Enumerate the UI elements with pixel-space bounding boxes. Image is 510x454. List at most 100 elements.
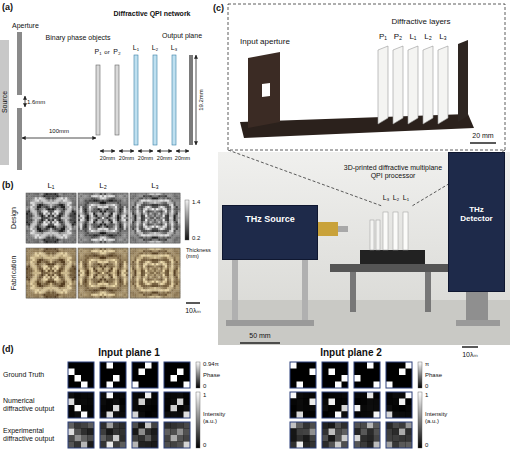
map-pixel <box>63 236 65 238</box>
map-pixel <box>33 263 35 265</box>
map-pixel <box>52 204 54 206</box>
map-pixel <box>137 223 139 225</box>
map-pixel <box>65 204 67 206</box>
map-pixel <box>82 200 84 202</box>
map-pixel <box>30 230 32 232</box>
map-pixel <box>141 223 143 225</box>
map-pixel <box>117 204 119 206</box>
map-pixel <box>100 215 102 217</box>
map-pixel <box>46 287 48 289</box>
map-pixel <box>176 219 178 221</box>
map-pixel <box>176 197 178 199</box>
map-pixel <box>59 248 61 250</box>
map-pixel <box>28 230 30 232</box>
map-pixel <box>48 193 50 195</box>
map-pixel <box>52 202 54 204</box>
map-pixel <box>132 217 134 219</box>
map-pixel <box>39 200 41 202</box>
map-pixel <box>113 202 115 204</box>
map-pixel <box>35 226 37 228</box>
map-pixel <box>85 213 87 215</box>
map-pixel <box>173 221 175 223</box>
map-pixel <box>163 197 165 199</box>
map-pixel <box>56 265 58 267</box>
map-pixel <box>119 210 121 212</box>
map-pixel <box>54 291 56 293</box>
map-pixel <box>137 195 139 197</box>
map-pixel <box>30 223 32 225</box>
map-pixel <box>82 236 84 238</box>
map-pixel <box>165 234 167 236</box>
map-pixel <box>143 215 145 217</box>
map-pixel <box>48 223 50 225</box>
map-pixel <box>132 232 134 234</box>
map-pixel <box>46 294 48 296</box>
map-pixel <box>56 287 58 289</box>
map-pixel <box>141 219 143 221</box>
map-pixel <box>33 289 35 291</box>
map-pixel <box>43 200 45 202</box>
map-pixel <box>67 228 69 230</box>
map-pixel <box>117 226 119 228</box>
map-pixel <box>152 213 154 215</box>
map-pixel <box>119 219 121 221</box>
map-pixel <box>119 200 121 202</box>
map-pixel <box>46 272 48 274</box>
map-pixel <box>52 200 54 202</box>
map-pixel <box>121 195 123 197</box>
map-pixel <box>46 263 48 265</box>
map-pixel <box>78 215 80 217</box>
map-pixel <box>104 215 106 217</box>
map-pixel <box>132 230 134 232</box>
map-pixel <box>41 206 43 208</box>
map-pixel <box>54 223 56 225</box>
map-pixel <box>41 226 43 228</box>
map-pixel <box>28 239 30 241</box>
map-pixel <box>85 193 87 195</box>
map-pixel <box>100 232 102 234</box>
map-pixel <box>78 232 80 234</box>
map-pixel <box>48 200 50 202</box>
map-pixel <box>50 195 52 197</box>
map-pixel <box>72 228 74 230</box>
map-pixel <box>147 217 149 219</box>
map-pixel <box>167 228 169 230</box>
map-pixel <box>117 219 119 221</box>
map-pixel <box>39 248 41 250</box>
map-pixel <box>28 294 30 296</box>
map-pixel <box>108 223 110 225</box>
map-pixel <box>69 213 71 215</box>
map-pixel <box>169 234 171 236</box>
map-pixel <box>147 206 149 208</box>
map-pixel <box>167 195 169 197</box>
map-pixel <box>102 219 104 221</box>
map-pixel <box>85 230 87 232</box>
map-pixel <box>119 217 121 219</box>
map-pixel <box>37 195 39 197</box>
map-pixel <box>119 226 121 228</box>
map-pixel <box>87 232 89 234</box>
map-pixel <box>167 239 169 241</box>
map-pixel <box>141 210 143 212</box>
map-pixel <box>48 217 50 219</box>
map-pixel <box>165 210 167 212</box>
map-pixel <box>28 287 30 289</box>
map-pixel <box>87 230 89 232</box>
map-pixel <box>85 210 87 212</box>
map-pixel <box>67 195 69 197</box>
map-pixel <box>95 230 97 232</box>
map-pixel <box>147 230 149 232</box>
map-pixel <box>46 259 48 261</box>
map-pixel <box>35 291 37 293</box>
map-pixel <box>154 204 156 206</box>
map-pixel <box>56 248 58 250</box>
map-pixel <box>26 272 28 274</box>
map-pixel <box>56 195 58 197</box>
map-pixel <box>117 223 119 225</box>
map-pixel <box>26 232 28 234</box>
map-pixel <box>143 230 145 232</box>
map-pixel <box>33 283 35 285</box>
map-pixel <box>50 259 52 261</box>
map-pixel <box>113 210 115 212</box>
map-pixel <box>26 268 28 270</box>
